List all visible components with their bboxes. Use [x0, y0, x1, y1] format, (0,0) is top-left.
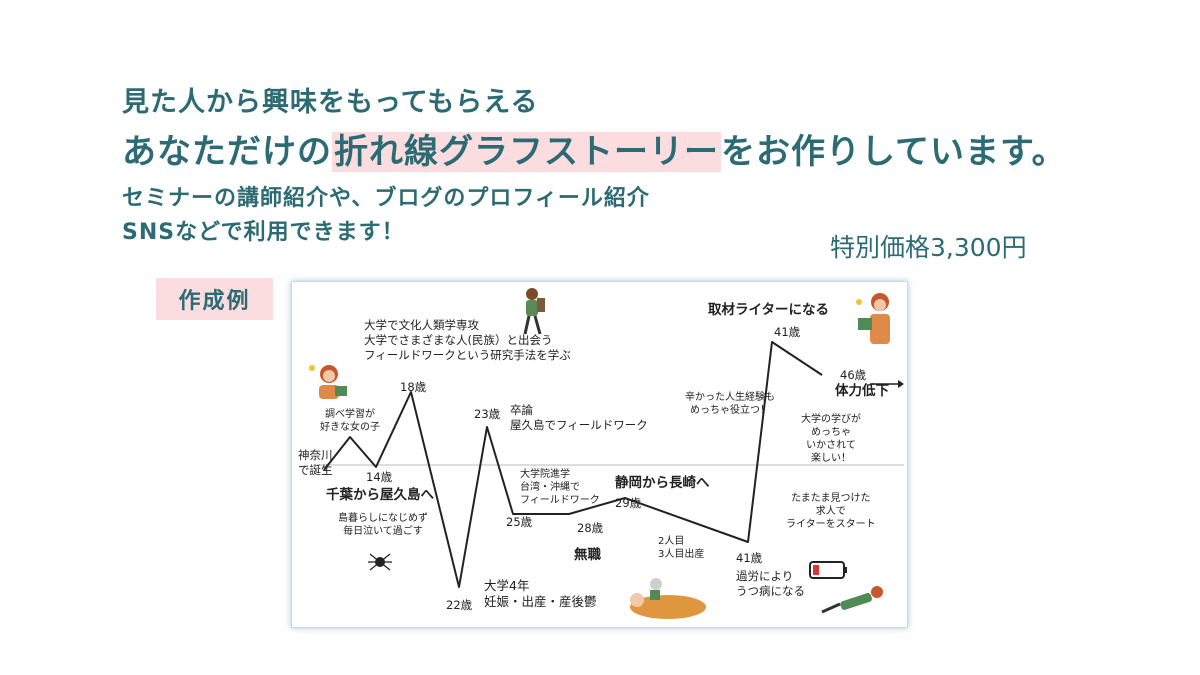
headline-line-2: あなただけの折れ線グラフストーリーをお作りしています。 [122, 124, 1067, 173]
label-age-18: 18歳 [400, 380, 427, 394]
subtitle-line-1: セミナーの講師紹介や、ブログのプロフィール紹介 [122, 186, 650, 211]
label-depression: 過労によりうつ病になる [736, 569, 805, 598]
decline-arrow-icon [870, 380, 904, 388]
headline-line-2-end: をお作りしています。 [721, 132, 1067, 172]
low-battery-icon [809, 561, 847, 579]
label-jobless: 無職 [574, 547, 601, 563]
label-enjoy-learning: 大学の学びがめっちゃいかされて楽しい！ [801, 414, 861, 464]
fallen-person-illustration [821, 586, 883, 614]
label-age-46: 46歳 [840, 368, 867, 382]
price-label: 特別価格3,300円 [830, 233, 1027, 262]
spider-icon [368, 553, 392, 571]
label-move-nagasaki: 静岡から長崎へ [615, 475, 710, 491]
headline-highlight: 折れ線グラフストーリー [332, 132, 721, 172]
label-age-29: 29歳 [615, 496, 642, 510]
story-line [323, 341, 823, 588]
label-child: 調べ学習が好きな女の子 [320, 409, 380, 433]
label-age-23: 23歳 [474, 407, 501, 421]
label-age-22: 22歳 [446, 598, 473, 612]
label-move-yakushima: 千葉から屋久島へ [326, 487, 434, 503]
subtitle-line-2: SNSなどで利用できます！ [122, 220, 405, 245]
label-age-28: 28歳 [577, 521, 604, 535]
story-graph-svg [309, 288, 904, 619]
label-age-41-low: 41歳 [736, 551, 763, 565]
headline-line-1: 見た人から興味をもってもらえる [122, 87, 539, 118]
label-age-14: 14歳 [366, 470, 393, 484]
hiker-illustration [523, 288, 545, 335]
label-age-25: 25歳 [506, 515, 533, 529]
label-island-life: 島暮らしになじめず毎日泣いて過ごす [338, 513, 428, 537]
label-found-job: たまたま見つけた求人でライターをスタート [786, 493, 876, 530]
headline-line-2-start: あなただけの [122, 132, 332, 172]
label-thesis: 卒論屋久島でフィールドワーク [510, 403, 648, 432]
story-graph-card: 神奈川で誕生 調べ学習が好きな女の子 14歳 千葉から屋久島へ 島暮らしになじめ… [291, 281, 908, 628]
label-university-4th-year: 大学4年妊娠・出産・産後鬱 [484, 578, 597, 610]
label-writer: 取材ライターになる [708, 302, 829, 318]
label-age-41-high: 41歳 [774, 325, 801, 339]
label-university: 大学で文化人類学専攻大学でさまざまな人(民族）と出会うフィールドワークという研究… [364, 318, 571, 362]
lying-person-illustration [630, 578, 706, 619]
example-badge: 作成例 [156, 278, 273, 320]
label-stamina-decline: 体力低下 [835, 383, 889, 399]
girl-reading-illustration [309, 365, 347, 399]
label-graduate-school: 大学院進学台湾・沖縄でフィールドワーク [520, 469, 600, 506]
label-birth: 神奈川で誕生 [298, 448, 333, 477]
writer-illustration [856, 293, 890, 344]
label-hard-experience: 辛かった人生経験もめっちゃ役立つ！ [685, 392, 775, 416]
